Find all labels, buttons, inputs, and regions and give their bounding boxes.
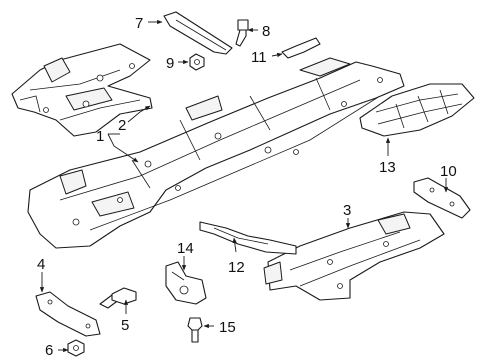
bolt-bushing-part: [99, 287, 137, 309]
callout-8: 8: [262, 23, 270, 40]
callout-11: 11: [251, 49, 267, 66]
bolt-part: [187, 317, 203, 343]
skid-plate-part: [359, 83, 475, 137]
callout-4: 4: [37, 256, 45, 273]
small-bracket-part: [281, 37, 321, 59]
callout-9: 9: [166, 55, 174, 72]
frame-rear-section-part: [263, 211, 445, 301]
flange-nut-part: [189, 53, 205, 71]
mount-bracket-part: [165, 261, 207, 305]
crossmember-bracket-part: [413, 177, 471, 219]
callout-2: 2: [118, 117, 126, 134]
leader-2: [127, 105, 151, 123]
callout-3: 3: [343, 202, 351, 219]
leader-12: [232, 237, 237, 253]
frame-assembly-main-part: [27, 57, 405, 249]
callout-15: 15: [219, 319, 236, 336]
frame-front-section-part: [11, 43, 153, 137]
callout-12: 12: [228, 259, 245, 276]
callout-1: 1: [96, 128, 104, 145]
callout-5: 5: [121, 317, 129, 334]
callout-10: 10: [440, 163, 457, 180]
callout-13: 13: [379, 159, 396, 176]
frame-bracket-part: [199, 221, 297, 255]
callout-14: 14: [177, 240, 194, 257]
long-bolt-part: [235, 19, 249, 47]
lower-brace-part: [35, 291, 101, 337]
callout-labels: 1 2 3 4 5 6 7 8 9 10 11 12 13 14 15: [37, 15, 457, 359]
callout-7: 7: [135, 15, 143, 32]
leader-11: [271, 52, 283, 58]
leader-lines: [39, 19, 449, 353]
cover-plate-part: [163, 11, 233, 55]
leader-1: [107, 133, 139, 163]
callout-6: 6: [45, 342, 53, 359]
nut-part: [67, 339, 85, 357]
